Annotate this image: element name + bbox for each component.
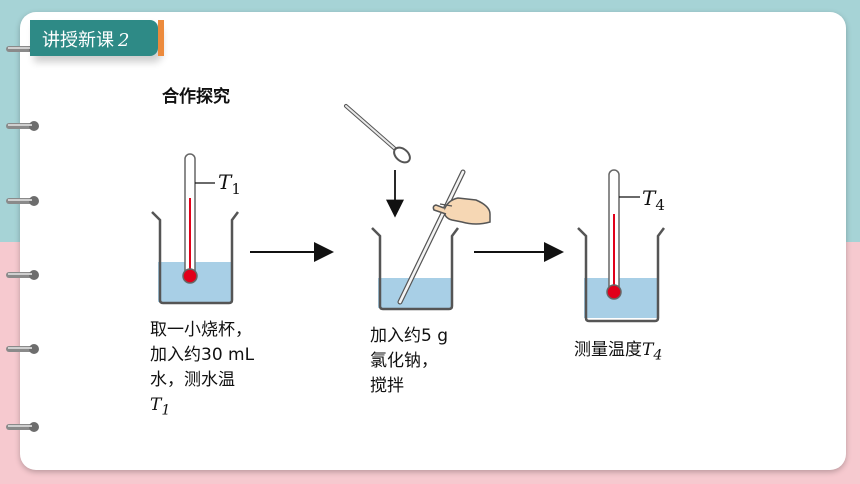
step-1-var-sub: 1 bbox=[161, 402, 171, 419]
stirring-rod-icon bbox=[397, 169, 466, 305]
step-3-var-sub: 4 bbox=[653, 347, 663, 364]
thermometer-2-label: T4 bbox=[642, 186, 665, 214]
step-2-line-1: 加入约5 g bbox=[370, 326, 449, 346]
section-tab-number: 2 bbox=[118, 30, 130, 51]
binder-ring-icon bbox=[6, 422, 39, 432]
beaker-2-icon bbox=[371, 227, 459, 311]
step-2-line-3: 搅拌 bbox=[370, 376, 404, 396]
step-2-line-2: 氯化钠， bbox=[370, 351, 438, 371]
step-1-line-1: 取一小烧杯， bbox=[150, 320, 252, 340]
step-3-var-base: T bbox=[642, 340, 654, 360]
content-card bbox=[20, 12, 846, 470]
binder-ring-icon bbox=[6, 196, 39, 206]
step-3-variable: T4 bbox=[642, 340, 663, 364]
section-tab-title: 讲授新课 bbox=[42, 30, 114, 51]
step-1-caption: 取一小烧杯， 加入约30 mL 水，测水温 T1 bbox=[150, 318, 254, 423]
thermometer-2-icon bbox=[606, 169, 640, 300]
t1-base: T bbox=[218, 170, 232, 194]
page-heading: 合作探究 bbox=[162, 87, 230, 107]
t4-sub: 4 bbox=[655, 196, 665, 214]
t4-base: T bbox=[642, 186, 656, 210]
beaker-3-icon bbox=[577, 227, 665, 323]
step-2-caption: 加入约5 g 氯化钠， 搅拌 bbox=[370, 324, 448, 399]
step-1-line-2: 加入约30 mL bbox=[150, 345, 255, 365]
binder-ring-icon bbox=[6, 344, 39, 354]
step-1-line-3: 水，测水温 bbox=[150, 370, 235, 390]
hand-icon bbox=[432, 197, 491, 225]
step-3-caption: 测量温度T4 bbox=[574, 338, 662, 368]
step-1-var-base: T bbox=[150, 395, 162, 415]
spoon-icon bbox=[344, 104, 411, 164]
step-1-variable: T1 bbox=[150, 393, 254, 423]
binder-ring-icon bbox=[6, 270, 39, 280]
thermometer-1-icon bbox=[182, 153, 215, 284]
thermometer-1-label: T1 bbox=[218, 170, 241, 198]
binder-ring-icon bbox=[6, 121, 39, 131]
section-tab-accent bbox=[158, 20, 164, 56]
t1-sub: 1 bbox=[231, 180, 241, 198]
step-3-text: 测量温度 bbox=[574, 340, 642, 360]
